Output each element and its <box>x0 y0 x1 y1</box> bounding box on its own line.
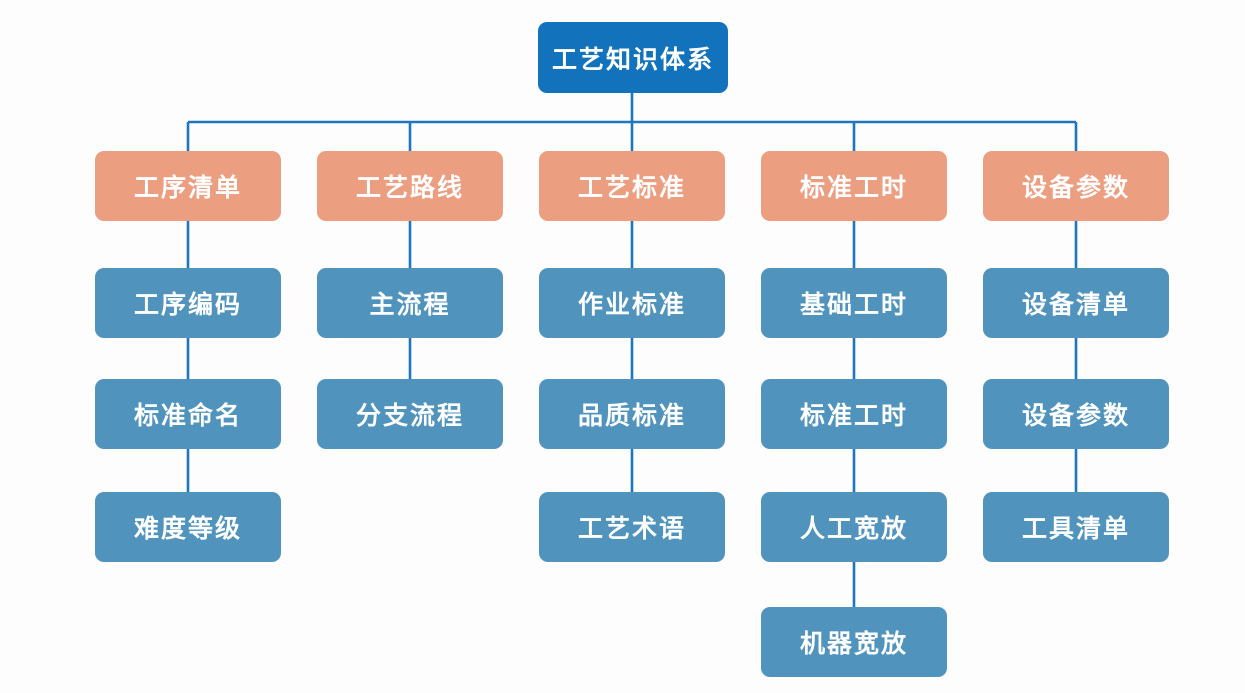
branch-3-header: 工艺标准 <box>539 151 725 221</box>
branch-1-child-2: 标准命名 <box>95 379 281 449</box>
branch-5-child-1: 设备清单 <box>983 268 1169 338</box>
branch-3-child-1: 作业标准 <box>539 268 725 338</box>
branch-5-child-2: 设备参数 <box>983 379 1169 449</box>
branch-2-child-1: 主流程 <box>317 268 503 338</box>
branch-3-child-3: 工艺术语 <box>539 492 725 562</box>
branch-4-header: 标准工时 <box>761 151 947 221</box>
branch-1-child-3: 难度等级 <box>95 492 281 562</box>
branch-5-child-3: 工具清单 <box>983 492 1169 562</box>
branch-5-header: 设备参数 <box>983 151 1169 221</box>
branch-2-header: 工艺路线 <box>317 151 503 221</box>
branch-4-child-4: 机器宽放 <box>761 607 947 677</box>
branch-4-child-1: 基础工时 <box>761 268 947 338</box>
branch-1-header: 工序清单 <box>95 151 281 221</box>
branch-4-child-3: 人工宽放 <box>761 492 947 562</box>
branch-2-child-2: 分支流程 <box>317 379 503 449</box>
branch-1-child-1: 工序编码 <box>95 268 281 338</box>
branch-4-child-2: 标准工时 <box>761 379 947 449</box>
root-node: 工艺知识体系 <box>538 22 728 93</box>
branch-3-child-2: 品质标准 <box>539 379 725 449</box>
